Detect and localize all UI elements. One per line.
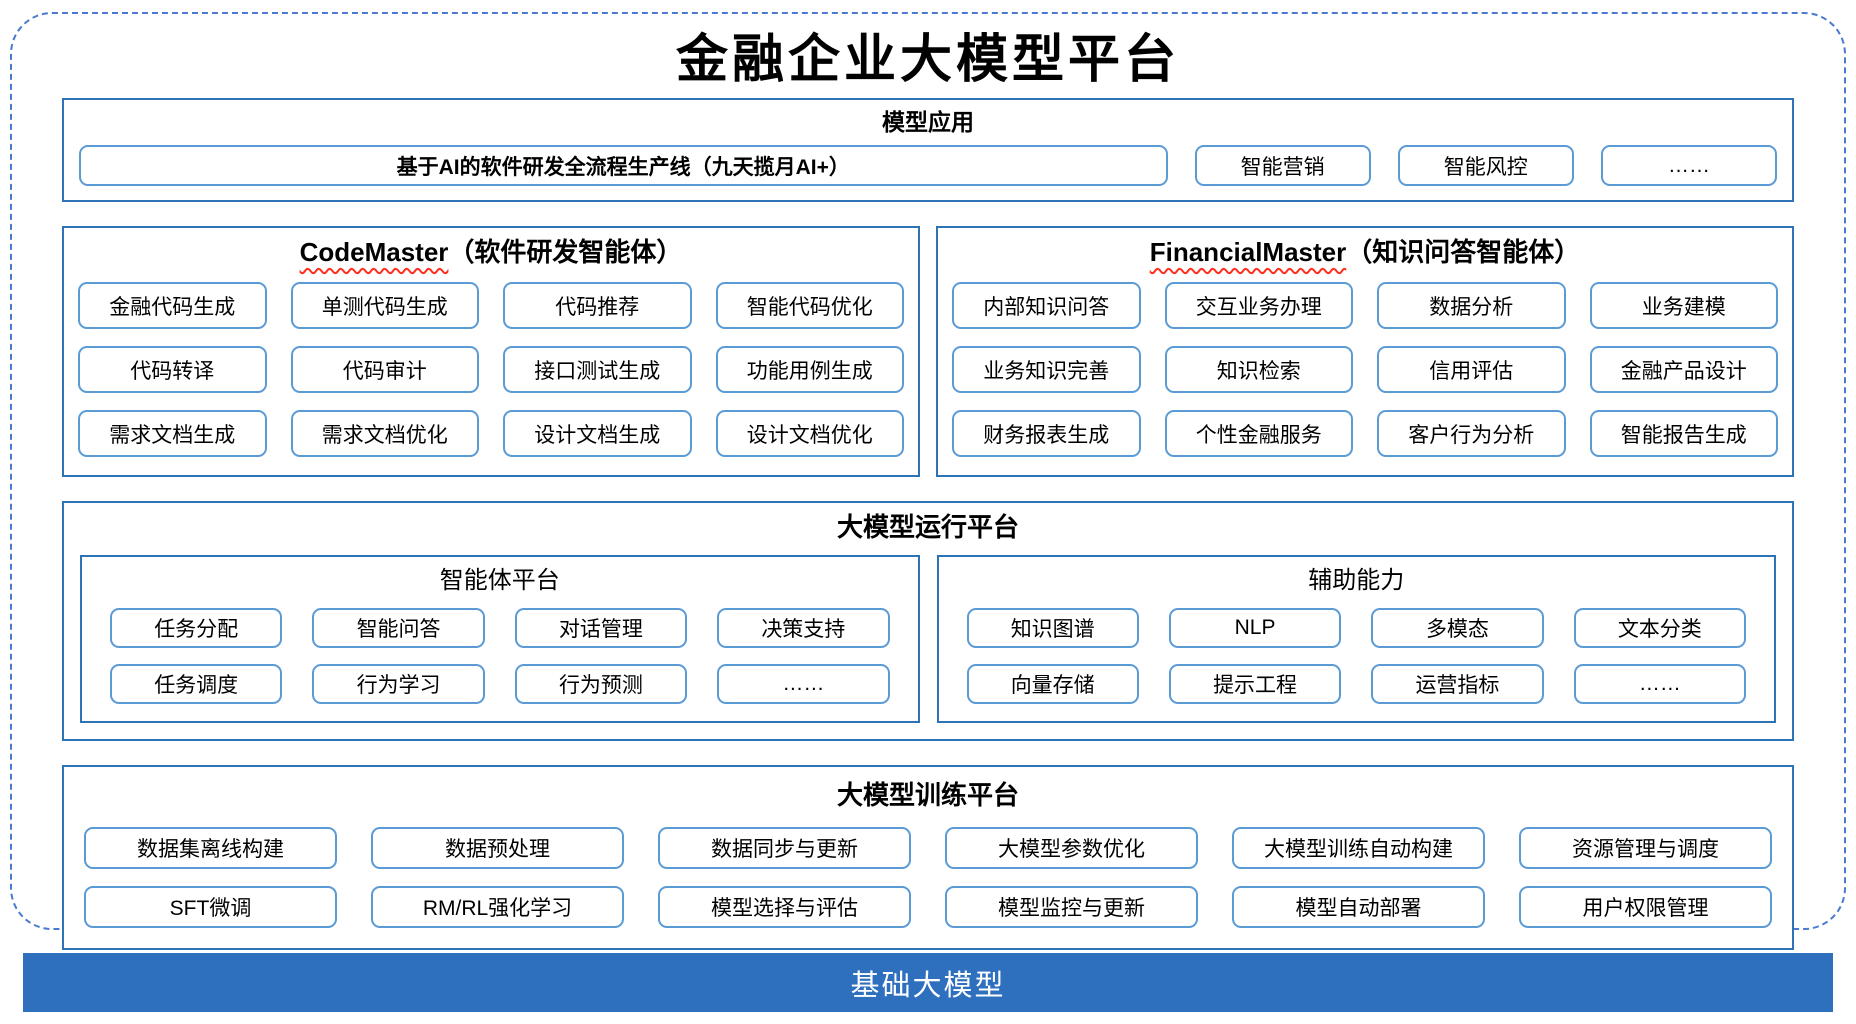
app-box-marketing: 智能营销 <box>1194 145 1371 187</box>
capability-box: 个性金融服务 <box>1164 410 1353 458</box>
capability-box: 接口测试生成 <box>503 346 692 394</box>
capability-box: SFT微调 <box>84 886 337 929</box>
financialmaster-section: FinancialMaster（知识问答智能体） 内部知识问答 交互业务办理 数… <box>936 226 1794 478</box>
capability-box: 信用评估 <box>1377 346 1566 394</box>
capability-box: 运营指标 <box>1371 664 1544 705</box>
agent-platform-subsection: 智能体平台 任务分配 智能问答 对话管理 决策支持 任务调度 行为学习 行为预测… <box>80 555 920 724</box>
capability-box: 决策支持 <box>717 608 890 649</box>
capability-box: 数据预处理 <box>371 827 624 870</box>
codemaster-grid: 金融代码生成 单测代码生成 代码推荐 智能代码优化 代码转译 代码审计 接口测试… <box>78 282 904 458</box>
capability-box: 用户权限管理 <box>1519 886 1772 929</box>
model-application-header: 模型应用 <box>882 108 974 135</box>
auxiliary-subsection: 辅助能力 知识图谱 NLP 多模态 文本分类 向量存储 提示工程 运营指标 …… <box>936 555 1776 724</box>
financialmaster-grid: 内部知识问答 交互业务办理 数据分析 业务建模 业务知识完善 知识检索 信用评估… <box>952 282 1778 458</box>
codemaster-section: CodeMaster（软件研发智能体） 金融代码生成 单测代码生成 代码推荐 智… <box>62 226 920 478</box>
model-application-section: 模型应用 基于AI的软件研发全流程生产线（九天揽月AI+） 智能营销 智能风控 … <box>62 97 1794 203</box>
capability-box: 交互业务办理 <box>1164 282 1353 330</box>
financialmaster-title-zh: （知识问答智能体） <box>1346 237 1581 268</box>
capability-box: 智能报告生成 <box>1589 410 1778 458</box>
capability-box: 对话管理 <box>514 608 688 649</box>
model-application-row: 基于AI的软件研发全流程生产线（九天揽月AI+） 智能营销 智能风控 …… <box>79 145 1778 187</box>
app-box-risk-control: 智能风控 <box>1397 145 1574 187</box>
capability-box: 任务分配 <box>110 608 283 649</box>
platform-outer-frame: 金融企业大模型平台 模型应用 基于AI的软件研发全流程生产线（九天揽月AI+） … <box>10 12 1846 951</box>
capability-box: 模型自动部署 <box>1232 886 1485 929</box>
capability-box: 单测代码生成 <box>290 282 479 330</box>
capability-box: 业务建模 <box>1589 282 1778 330</box>
capability-box: 数据集离线构建 <box>84 827 337 870</box>
financialmaster-title-en: FinancialMaster <box>1149 237 1347 268</box>
foundation-model-bar: 基础大模型 <box>23 953 1833 1012</box>
codemaster-title-en: CodeMaster <box>299 237 449 268</box>
training-platform-header: 大模型训练平台 <box>836 780 1019 811</box>
capability-box: 智能代码优化 <box>715 282 904 330</box>
capability-box: …… <box>1573 664 1746 705</box>
capability-box: 功能用例生成 <box>715 346 904 394</box>
training-platform-section: 大模型训练平台 数据集离线构建 数据预处理 数据同步与更新 大模型参数优化 大模… <box>62 765 1794 951</box>
auxiliary-grid: 知识图谱 NLP 多模态 文本分类 向量存储 提示工程 运营指标 …… <box>966 608 1746 705</box>
capability-box: 金融代码生成 <box>78 282 267 330</box>
training-platform-grid: 数据集离线构建 数据预处理 数据同步与更新 大模型参数优化 大模型训练自动构建 … <box>84 827 1772 929</box>
capability-box: RM/RL强化学习 <box>371 886 624 929</box>
capability-box: 数据分析 <box>1377 282 1566 330</box>
capability-box: 大模型训练自动构建 <box>1232 827 1485 870</box>
capability-box: 设计文档生成 <box>503 410 692 458</box>
capability-box: 大模型参数优化 <box>945 827 1198 870</box>
agent-platform-header: 智能体平台 <box>439 567 560 595</box>
capability-box: 文本分类 <box>1573 608 1746 649</box>
capability-box: 金融产品设计 <box>1589 346 1778 394</box>
capability-box: 代码审计 <box>290 346 479 394</box>
capability-box: 客户行为分析 <box>1377 410 1566 458</box>
capability-box: 模型选择与评估 <box>658 886 911 929</box>
runtime-platform-body: 智能体平台 任务分配 智能问答 对话管理 决策支持 任务调度 行为学习 行为预测… <box>80 555 1776 724</box>
capability-box: 业务知识完善 <box>952 346 1141 394</box>
agent-platform-grid: 任务分配 智能问答 对话管理 决策支持 任务调度 行为学习 行为预测 …… <box>110 608 890 705</box>
capability-box: 需求文档优化 <box>290 410 479 458</box>
capability-box: NLP <box>1168 608 1342 649</box>
capability-box: 行为预测 <box>514 664 688 705</box>
app-box-pipeline: 基于AI的软件研发全流程生产线（九天揽月AI+） <box>79 145 1168 187</box>
capability-box: 提示工程 <box>1168 664 1342 705</box>
foundation-model-label: 基础大模型 <box>850 969 1006 1002</box>
codemaster-header: CodeMaster（软件研发智能体） <box>78 236 904 270</box>
capability-box: 知识图谱 <box>966 608 1139 649</box>
runtime-platform-header: 大模型运行平台 <box>836 512 1019 543</box>
capability-box: 财务报表生成 <box>952 410 1141 458</box>
financialmaster-header: FinancialMaster（知识问答智能体） <box>952 236 1778 270</box>
capability-box: 多模态 <box>1371 608 1544 649</box>
capability-box: 需求文档生成 <box>78 410 267 458</box>
capability-box: 行为学习 <box>312 664 485 705</box>
runtime-platform-section: 大模型运行平台 智能体平台 任务分配 智能问答 对话管理 决策支持 任务调度 行… <box>62 501 1794 742</box>
capability-box: 内部知识问答 <box>952 282 1141 330</box>
page-title: 金融企业大模型平台 <box>675 29 1180 90</box>
capability-box: 资源管理与调度 <box>1519 827 1772 870</box>
codemaster-title-zh: （软件研发智能体） <box>448 237 683 268</box>
capability-box: 代码推荐 <box>503 282 692 330</box>
app-box-ellipsis: …… <box>1600 145 1778 187</box>
capability-box: 设计文档优化 <box>715 410 904 458</box>
capability-box: 智能问答 <box>312 608 485 649</box>
agents-row: CodeMaster（软件研发智能体） 金融代码生成 单测代码生成 代码推荐 智… <box>62 226 1794 478</box>
capability-box: 代码转译 <box>78 346 267 394</box>
capability-box: 数据同步与更新 <box>658 827 911 870</box>
capability-box: 模型监控与更新 <box>945 886 1198 929</box>
auxiliary-header: 辅助能力 <box>1308 567 1405 595</box>
capability-box: 知识检索 <box>1164 346 1353 394</box>
capability-box: 任务调度 <box>110 664 283 705</box>
capability-box: 向量存储 <box>966 664 1139 705</box>
capability-box: …… <box>717 664 890 705</box>
